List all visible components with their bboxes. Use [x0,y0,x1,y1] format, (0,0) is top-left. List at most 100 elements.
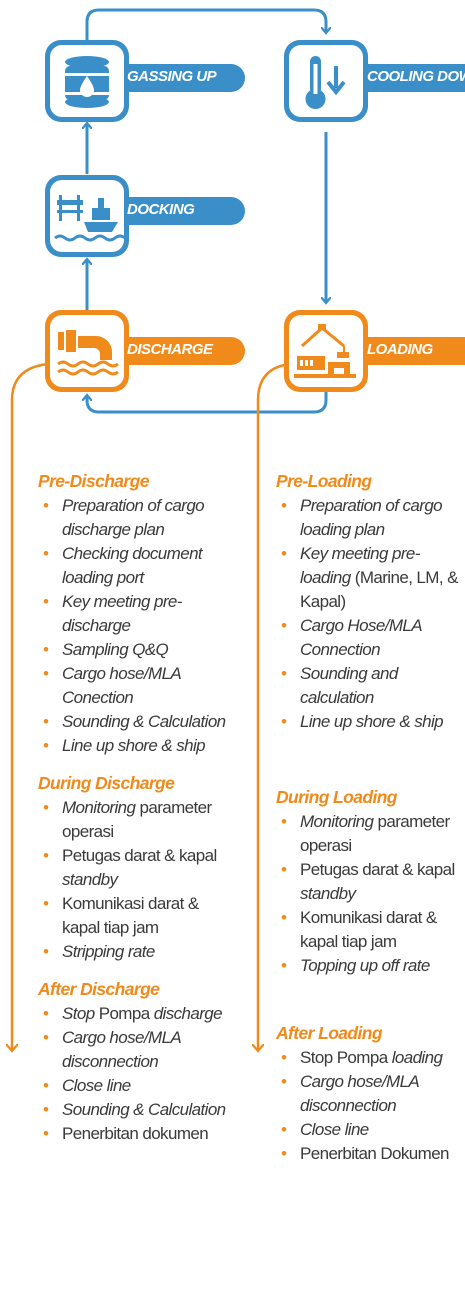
flow-connectors [12,8,328,1050]
step-item: Stop Pompa loading [276,1046,464,1070]
step-text: standby [62,870,118,889]
stage-docking [45,175,129,257]
step-list: Monitoring parameter operasiPetugas dara… [276,810,464,978]
step-item: Checking document loading port [38,542,238,590]
step-text: discharge [153,1004,223,1023]
section-title: After Discharge [38,979,160,999]
section-title: During Discharge [38,773,175,793]
step-text: Petugas darat & kapal [300,860,455,879]
step-item: Sounding and calculation [276,662,464,710]
step-item: Sounding & Calculation [38,710,238,734]
step-item: Cargo hose/MLA disconnection [38,1026,238,1074]
step-text: standby [300,884,356,903]
step-text: Close line [300,1120,369,1139]
step-item: Komunikasi darat & kapal tiap jam [38,892,238,940]
step-item: Penerbitan dokumen [38,1122,238,1146]
step-text: Sounding & Calculation [62,1100,226,1119]
step-text: Pompa [94,1004,154,1023]
step-list: Stop Pompa dischargeCargo hose/MLA disco… [38,1002,238,1146]
discharge-tag [110,337,245,365]
step-text: parameter operasi [62,798,212,841]
orange-line-discharge [12,362,49,1050]
step-text: Monitoring [62,798,136,817]
stage-loading [284,310,368,392]
step-text: Sounding & Calculation [62,712,226,731]
step-item: Close line [38,1074,238,1098]
arrow-gassing-to-cooling [85,8,326,40]
step-item: Stripping rate [38,940,238,964]
discharge-pipe-icon [57,330,119,376]
orange-line-loading [258,362,291,1050]
step-item: Petugas darat & kapal standby [38,844,238,892]
gassing-up-tag [110,64,245,92]
step-item: Sounding & Calculation [38,1098,238,1122]
stage-discharge [45,310,129,392]
oil-barrel-icon [65,56,109,108]
step-text: Checking document loading port [62,544,203,587]
step-item: Topping up off rate [276,954,464,978]
loading-label: LOADING [367,341,433,358]
step-text: (Marine, LM, & Kapal) [300,568,458,611]
step-text: Cargo hose/MLA disconnection [62,1028,181,1071]
section-title: During Loading [276,787,397,807]
step-list: Stop Pompa loadingCargo hose/MLA disconn… [276,1046,464,1166]
step-text: Key meeting pre-loading [300,544,420,587]
step-text: Sounding and calculation [300,664,398,707]
step-text: Line up shore & ship [300,712,444,731]
after-loading-section: After Loading Stop Pompa loadingCargo ho… [276,1022,464,1166]
section-title: Pre-Discharge [38,471,149,491]
step-item: Close line [276,1118,464,1142]
step-item: Cargo Hose/MLA Connection [276,614,464,662]
stage-cooling-down [284,40,368,122]
step-text: Stop [62,1004,95,1023]
step-item: Preparation of cargo discharge plan [38,494,238,542]
step-text: Cargo hose/MLA Conection [62,664,181,707]
step-list: Monitoring parameter operasiPetugas dara… [38,796,238,964]
step-text: Stripping rate [62,942,155,961]
step-text: Line up shore & ship [62,736,206,755]
stage-gassing-up [45,40,129,122]
step-item: Line up shore & ship [276,710,464,734]
arrow-loading-to-discharge [87,392,328,414]
step-item: Monitoring parameter operasi [276,810,464,858]
step-text: Penerbitan Dokumen [300,1144,450,1163]
step-item: Komunikasi darat & kapal tiap jam [276,906,464,954]
loading-crane-icon [294,324,356,378]
discharge-label: DISCHARGE [127,341,213,358]
step-item: Key meeting pre-discharge [38,590,238,638]
step-text: Penerbitan dokumen [62,1124,209,1143]
cooling-down-tag [350,64,465,92]
docking-label: DOCKING [127,201,195,218]
discharge-steps-column: Pre-Discharge Preparation of cargo disch… [38,470,238,1160]
step-text: Preparation of cargo loading plan [300,496,443,539]
step-text: Petugas darat & kapal [62,846,217,865]
step-text: Topping up off rate [300,956,430,975]
during-loading-section: During Loading Monitoring parameter oper… [276,786,464,978]
pre-discharge-section: Pre-Discharge Preparation of cargo disch… [38,470,238,758]
step-text: Cargo hose/MLA disconnection [300,1072,419,1115]
step-text: Close line [62,1076,131,1095]
pre-loading-section: Pre-Loading Preparation of cargo loading… [276,470,464,734]
step-item: Sampling Q&Q [38,638,238,662]
step-item: Penerbitan Dokumen [276,1142,464,1166]
step-text: Sampling Q&Q [62,640,169,659]
docking-tag [110,197,245,225]
section-title: Pre-Loading [276,471,372,491]
loading-tag [350,337,465,365]
loading-steps-column: Pre-Loading Preparation of cargo loading… [276,470,464,1180]
step-text: Monitoring [300,812,374,831]
during-discharge-section: During Discharge Monitoring parameter op… [38,772,238,964]
step-list: Preparation of cargo discharge planCheck… [38,494,238,758]
step-text: Komunikasi darat & kapal tiap jam [62,894,199,937]
ship-dock-icon [54,195,126,242]
step-item: Line up shore & ship [38,734,238,758]
step-text: loading [391,1048,443,1067]
step-item: Stop Pompa discharge [38,1002,238,1026]
step-item: Petugas darat & kapal standby [276,858,464,906]
step-list: Preparation of cargo loading planKey mee… [276,494,464,734]
cooling-down-label: COOLING DOWN [367,68,465,85]
step-text: Key meeting pre-discharge [62,592,182,635]
gassing-up-label: GASSING UP [127,68,217,85]
thermometer-down-icon [305,56,346,109]
